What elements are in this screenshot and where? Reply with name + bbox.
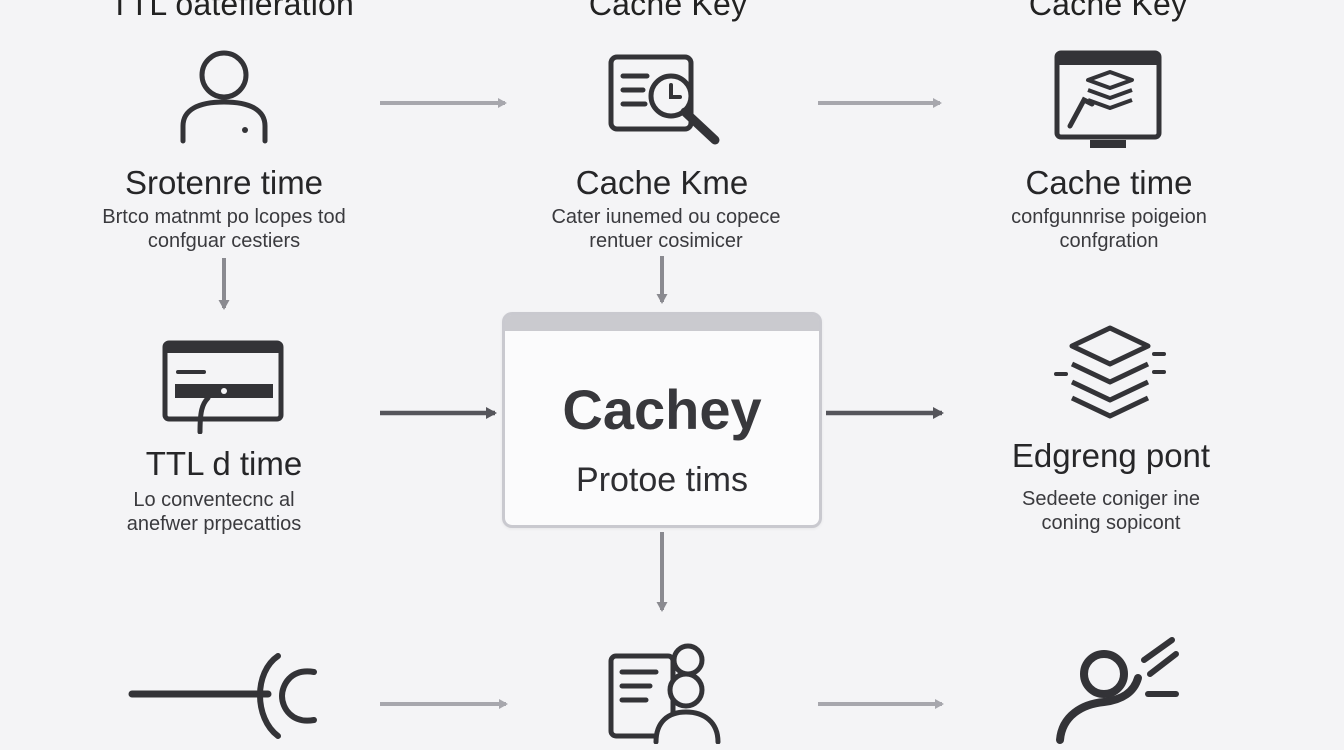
center-node-title: Cachey — [562, 378, 762, 441]
node-desc-edge: Sedeete coniger ine coning sopicont — [931, 487, 1291, 535]
user-speed-icon — [1056, 637, 1179, 744]
center-node-header-bar — [505, 315, 819, 331]
node-desc-line: Lo conventecnc al — [133, 489, 295, 511]
node-desc-line: confgunnrise poigeion — [1011, 206, 1207, 228]
node-title-edge: Edgreng pont — [1011, 437, 1211, 474]
node-desc-ttl: Lo conventecnc al anefwer prpecattios — [34, 488, 394, 536]
column-title-1: TTL oatefieration — [109, 0, 355, 22]
column-title-3: Cache Key — [1028, 0, 1188, 22]
node-desc-line: confguar cestiers — [147, 230, 301, 252]
center-node-box: Cachey Protoe tims — [502, 312, 822, 528]
node-title-user: Srotenre time — [124, 164, 324, 201]
user-icon — [180, 50, 268, 144]
node-title-ttl: TTL d time — [145, 445, 303, 482]
node-desc-cache-time: confgunnrise poigeion confgration — [929, 205, 1289, 253]
column-title-2: Cache Key — [588, 0, 748, 22]
node-desc-user: Brtco matnmt po lcopes tod confguar cest… — [44, 205, 404, 253]
node-desc-line: Brtco matnmt po lcopes tod — [102, 206, 346, 228]
node-desc-line: confgration — [1059, 230, 1159, 252]
node-desc-line: anefwer prpecattios — [126, 513, 302, 535]
node-desc-line: Cater iunemed ou copece — [551, 206, 781, 228]
monitor-layers-icon — [1054, 50, 1162, 148]
node-desc-cache-kme: Cater iunemed ou copece rentuer cosimice… — [486, 205, 846, 253]
center-node-subtitle: Protoe tims — [576, 461, 748, 499]
node-title-cache-kme: Cache Kme — [575, 164, 749, 201]
card-terminal-icon — [162, 340, 284, 434]
node-desc-line: coning sopicont — [1041, 512, 1181, 534]
layers-stack-icon — [1054, 325, 1166, 419]
node-desc-line: rentuer cosimicer — [589, 230, 743, 252]
document-search-icon — [608, 54, 720, 145]
node-title-cache-time: Cache time — [1025, 164, 1193, 201]
document-user-icon — [608, 643, 721, 744]
plug-icon — [128, 653, 317, 739]
node-desc-line: Sedeete coniger ine — [1022, 488, 1200, 510]
